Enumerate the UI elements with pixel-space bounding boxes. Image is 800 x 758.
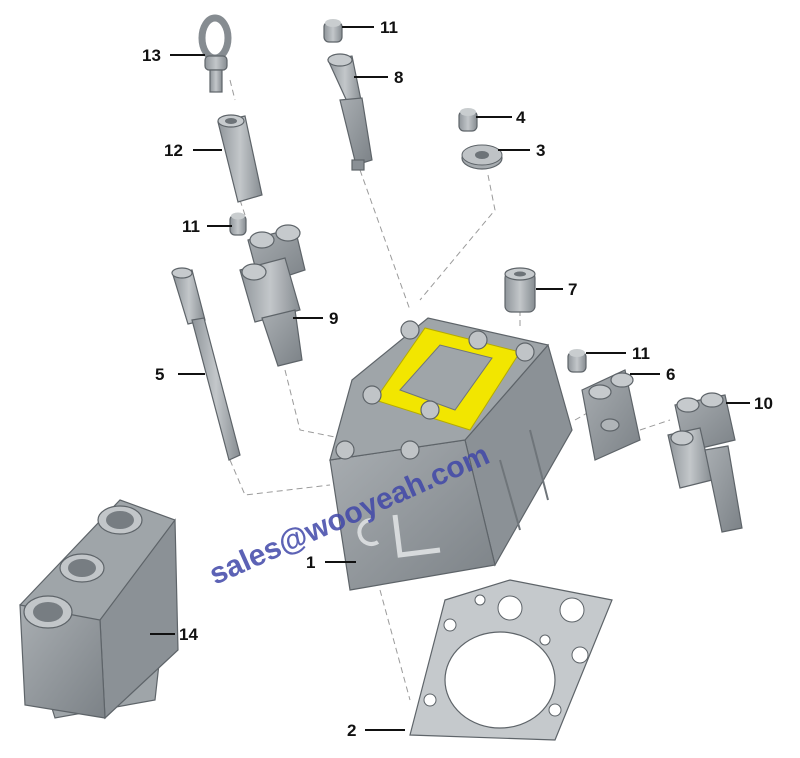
- part-5-push-rod: [171, 267, 241, 461]
- callout-leaders: [150, 26, 750, 731]
- callout-3: 3: [536, 141, 545, 160]
- callout-8: 8: [394, 68, 403, 87]
- callout-7: 7: [568, 280, 577, 299]
- callout-10: 10: [754, 394, 773, 413]
- callout-5: 5: [155, 365, 164, 384]
- callout-4: 4: [516, 108, 526, 127]
- part-3-washer: [461, 144, 503, 170]
- part-13-lifting-eye-bolt: [198, 14, 232, 93]
- callout-2: 2: [347, 721, 356, 740]
- part-6-bracket: [581, 369, 641, 461]
- part-11-seal-top: [323, 19, 343, 43]
- part-11-seal-right: [567, 349, 587, 373]
- part-11-seal-left: [229, 212, 247, 236]
- part-12-sleeve: [217, 114, 263, 203]
- callout-12: 12: [164, 141, 183, 160]
- callout-6: 6: [666, 365, 675, 384]
- part-10-rocker-support: [667, 392, 743, 533]
- part-8-injector: [327, 53, 373, 171]
- callout-1: 1: [306, 553, 315, 572]
- callout-11-left: 11: [182, 217, 200, 236]
- callout-13: 13: [142, 46, 161, 65]
- callout-labels: 1 2 3 4 5 6 7 8 9 10 11 11 11 12 13 14: [142, 18, 773, 740]
- callout-9: 9: [329, 309, 338, 328]
- callout-11-top: 11: [380, 18, 398, 37]
- callout-14: 14: [179, 625, 198, 644]
- part-7-bushing: [504, 267, 536, 313]
- part-9-rocker-support: [239, 224, 306, 367]
- callout-11-right: 11: [632, 344, 650, 363]
- part-4-nut: [458, 108, 478, 132]
- part-14-block: [19, 499, 179, 720]
- part-2-head-gasket: [409, 579, 613, 741]
- part-1-cylinder-head: [329, 317, 573, 591]
